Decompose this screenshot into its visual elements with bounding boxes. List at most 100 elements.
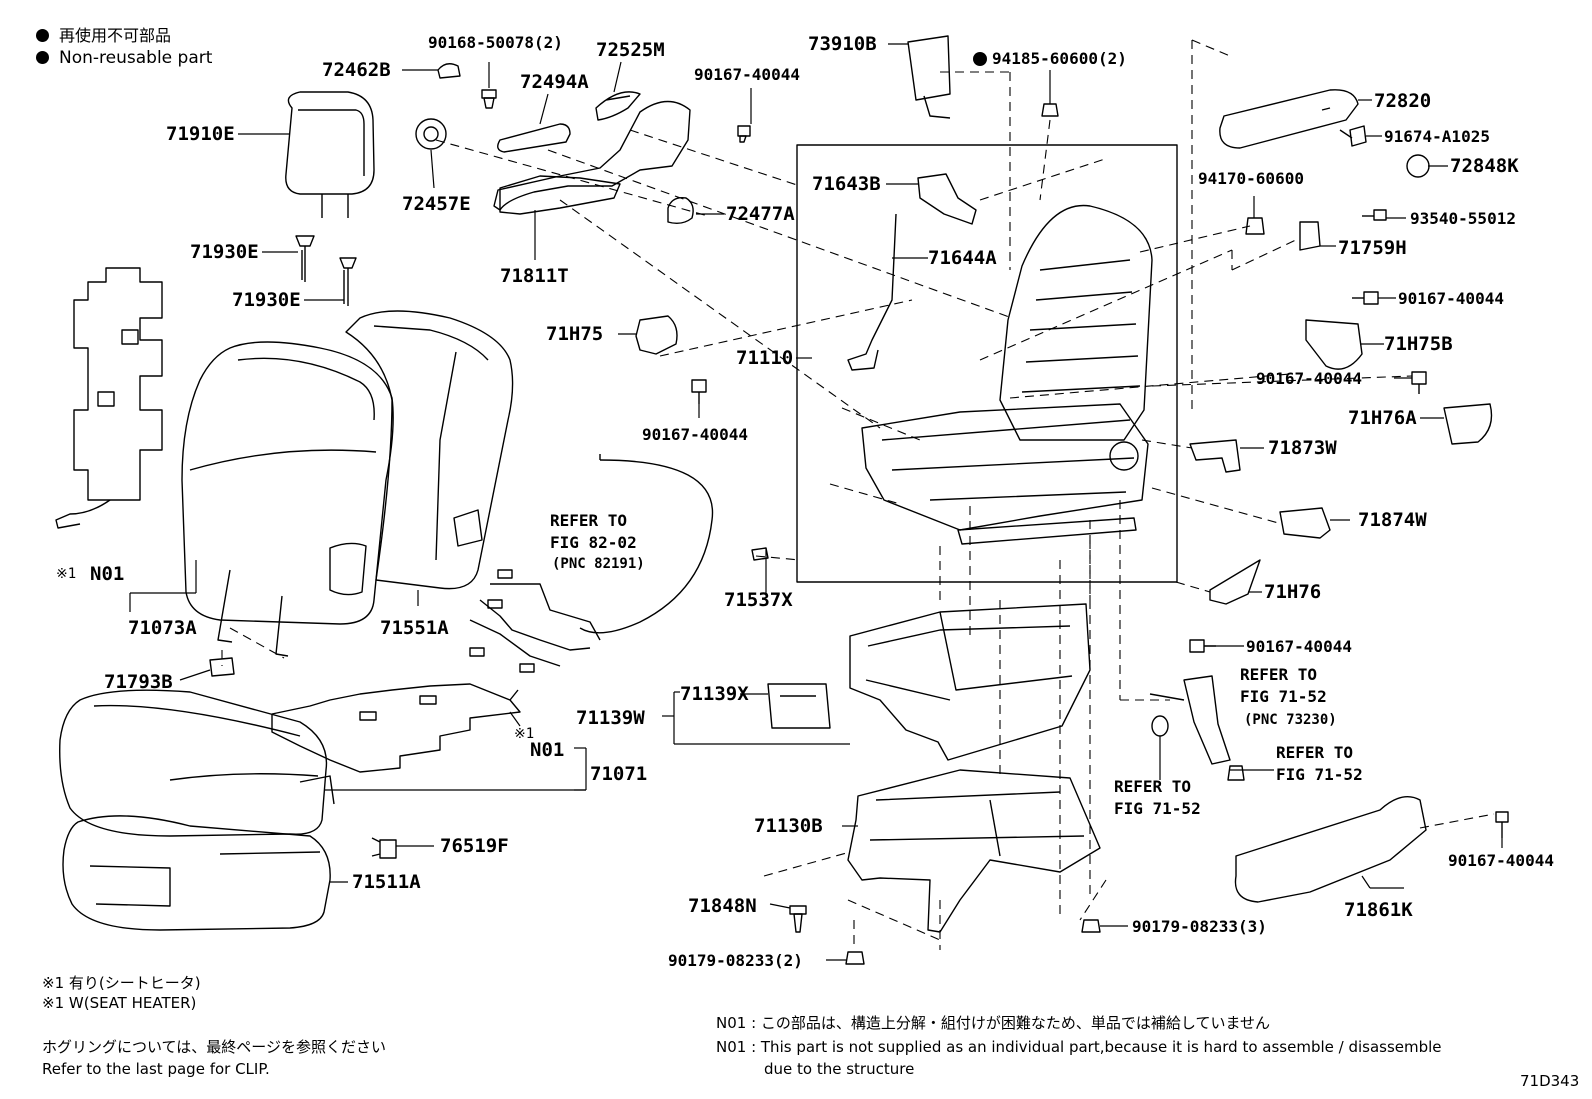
label-71930E-b: 71930E — [232, 289, 301, 311]
bracket-71874w-drawing — [1279, 507, 1331, 539]
nut-90179-3-drawing — [1081, 919, 1101, 933]
washer-drawing — [1151, 715, 1169, 737]
frame-assembly-box — [796, 144, 1178, 583]
legend-en: Non-reusable part — [36, 48, 212, 68]
bracket-71873w-drawing — [1189, 439, 1241, 473]
cap-72848k-drawing — [1406, 154, 1430, 178]
seat-belt-buckle-drawing — [1149, 675, 1231, 765]
label-71848N: 71848N — [688, 895, 757, 917]
airbag-73910b-drawing — [907, 35, 951, 119]
label-71H75: 71H75 — [546, 323, 603, 345]
cable-71644a-drawing — [847, 213, 897, 371]
label-91674: 91674-A1025 — [1384, 127, 1490, 146]
refer-7152c-line2: FIG 71-52 — [1114, 799, 1201, 818]
bolt-90167-a-drawing — [737, 125, 751, 143]
cover-71h75b-drawing — [1305, 319, 1363, 370]
seat-cushion-pad-drawing — [62, 815, 331, 931]
clip-71848n-drawing — [789, 905, 807, 933]
refer-labels: REFER TO FIG 82-02 (PNC 82191) REFER TO … — [550, 511, 1363, 818]
bolt-93540-drawing — [1362, 209, 1387, 221]
refer-7152a-line3: (PNC 73230) — [1244, 712, 1337, 728]
legend-jp: 再使用不可部品 — [36, 22, 171, 46]
footnote-heater-jp: ※1 有り(シートヒータ) — [42, 974, 201, 992]
label-71H75B: 71H75B — [1384, 333, 1453, 355]
label-94185: 94185-60600(2) — [992, 49, 1127, 68]
label-N01-a: N01 — [90, 563, 124, 585]
label-90179-2: 90179-08233(2) — [668, 951, 803, 970]
cover-71h75-drawing — [635, 315, 678, 355]
label-71811T: 71811T — [500, 265, 569, 287]
part-71643b-drawing — [917, 173, 977, 225]
label-71071: 71071 — [590, 763, 647, 785]
part-72477a-drawing — [667, 197, 694, 225]
label-90167-c: 90167-40044 — [642, 425, 748, 444]
label-72457E: 72457E — [402, 193, 471, 215]
diagram-drawing — [55, 35, 1509, 965]
label-72462B: 72462B — [322, 59, 391, 81]
label-71874W: 71874W — [1358, 509, 1427, 531]
label-71H76: 71H76 — [1264, 581, 1321, 603]
seat-frame-lower-drawing — [861, 403, 1149, 545]
non-reusable-dot-icon — [36, 29, 49, 42]
non-reusable-dot-icon — [36, 51, 49, 64]
clip-71793b-drawing — [209, 657, 235, 677]
label-71643B: 71643B — [812, 173, 881, 195]
cover-71861k-drawing — [1234, 796, 1427, 903]
label-72477A: 72477A — [726, 203, 795, 225]
label-71644A: 71644A — [928, 247, 997, 269]
label-90167-f: 90167-40044 — [1448, 851, 1554, 870]
cover-71h76a-drawing — [1443, 403, 1493, 445]
refer-7152b-line1: REFER TO — [1276, 743, 1353, 762]
part-72525m-drawing — [595, 91, 641, 121]
non-reusable-dot-icon — [973, 52, 987, 66]
wire-harness-8202-drawing — [579, 459, 714, 634]
part-72462b-drawing — [437, 63, 461, 79]
label-71073A: 71073A — [128, 617, 197, 639]
footnote-clip-jp: ホグリングについては、最終ページを参照ください — [42, 1038, 386, 1056]
label-90167-a: 90167-40044 — [694, 65, 800, 84]
dashed-alignment-lines — [221, 39, 1495, 950]
label-73910B: 73910B — [808, 33, 877, 55]
refer-7152a-line1: REFER TO — [1240, 665, 1317, 684]
label-76519F: 76519F — [440, 835, 509, 857]
cushion-heater-drawing — [271, 683, 521, 773]
nut-94185-drawing — [1041, 103, 1059, 117]
bolt-90167-d-drawing — [1411, 371, 1427, 394]
armrest-72820-drawing — [1219, 89, 1359, 149]
label-71873W: 71873W — [1268, 437, 1337, 459]
label-94170: 94170-60600 — [1198, 169, 1304, 188]
label-N01-b: N01 — [530, 739, 564, 761]
clip-76519f-drawing — [371, 837, 397, 859]
part-71759h-drawing — [1299, 221, 1321, 251]
side-cover-upper-drawing — [493, 100, 691, 211]
seat-back-cover-drawing — [181, 341, 394, 657]
footnote-n01-jp: N01 : この部品は、構造上分解・組付けが困難なため、単品では補給していません — [716, 1014, 1271, 1032]
cover-71h76-drawing — [1209, 559, 1261, 605]
label-72525M: 72525M — [596, 39, 665, 61]
refer-7152b-line2: FIG 71-52 — [1276, 765, 1363, 784]
seat-back-board-drawing — [345, 310, 514, 590]
refer-8202-line1: REFER TO — [550, 511, 627, 530]
label-90167-b: 90167-40044 — [1398, 289, 1504, 308]
nut-94170-drawing — [1245, 217, 1265, 235]
refer-8202-line3: (PNC 82191) — [552, 556, 645, 572]
part-labels: 72462B 90168-50078(2) 72525M 72494A 9016… — [56, 33, 1554, 970]
label-71861K: 71861K — [1344, 899, 1413, 921]
label-90167-d: 90167-40044 — [1256, 369, 1362, 388]
label-72848K: 72848K — [1450, 155, 1519, 177]
label-71537X: 71537X — [724, 589, 793, 611]
label-71511A: 71511A — [352, 871, 421, 893]
bolt-90167-b-drawing — [1352, 291, 1379, 305]
footnote-clip-en: Refer to the last page for CLIP. — [42, 1060, 270, 1078]
footnote-heater-en: ※1 W(SEAT HEATER) — [42, 994, 197, 1012]
label-90179-3: 90179-08233(3) — [1132, 917, 1267, 936]
bolt-90168-drawing — [481, 89, 497, 109]
label-71910E: 71910E — [166, 123, 235, 145]
label-90167-e: 90167-40044 — [1246, 637, 1352, 656]
mark-x1-a: ※1 — [56, 566, 76, 582]
refer-7152a-line2: FIG 71-52 — [1240, 687, 1327, 706]
label-71793B: 71793B — [104, 671, 173, 693]
refer-7152c-line1: REFER TO — [1114, 777, 1191, 796]
label-71130B: 71130B — [754, 815, 823, 837]
